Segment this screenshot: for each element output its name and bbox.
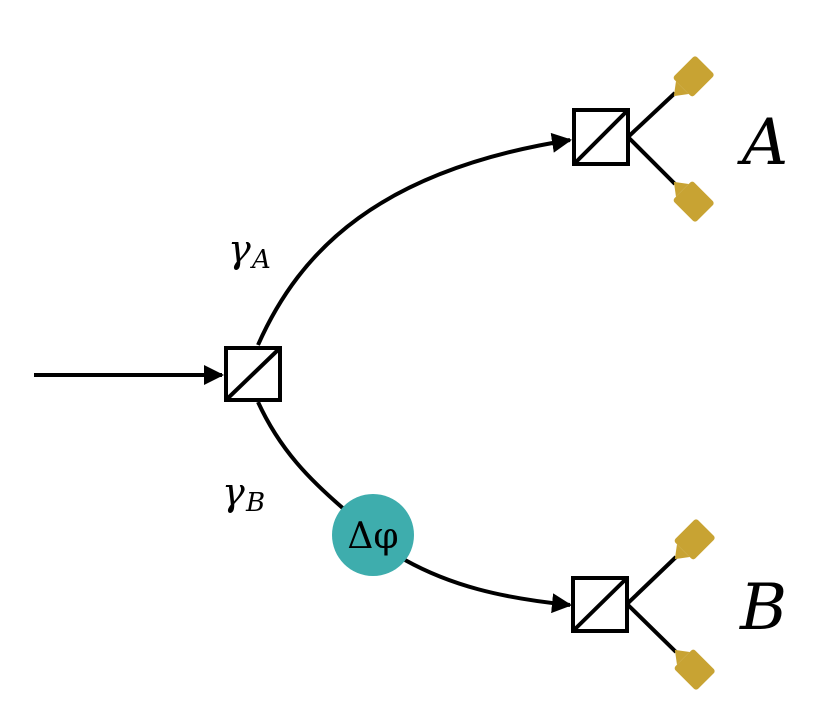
svg-text:γ: γ	[222, 470, 245, 514]
station-b-label: B	[739, 571, 787, 645]
path-a-label: γ A	[228, 227, 271, 275]
svg-text:B: B	[245, 488, 265, 518]
output-line-a-lower	[626, 135, 677, 186]
path-b-label: γ B	[222, 470, 265, 518]
output-line-b-upper	[625, 555, 678, 606]
svg-text:γ: γ	[228, 227, 251, 271]
output-line-b-lower	[625, 602, 678, 654]
photodetector-icon	[674, 649, 715, 690]
svg-text:A: A	[250, 245, 271, 275]
photodetector-icon	[673, 181, 714, 222]
output-line-a-upper	[626, 91, 677, 139]
phase-shifter: Δφ	[332, 494, 414, 576]
beam-splitter-a	[572, 108, 630, 166]
phase-shifter-circle-icon	[332, 494, 414, 576]
input-beam-splitter	[224, 346, 282, 402]
photodetector-icon	[674, 519, 715, 560]
path-b-beam-upper	[256, 401, 347, 512]
path-a-beam	[256, 132, 572, 346]
path-b-beam-lower	[404, 558, 572, 614]
station-a-label: A	[737, 106, 788, 180]
beam-splitter-b	[571, 576, 629, 633]
photodetector-icon	[673, 56, 714, 97]
phase-shift-label: Δφ	[347, 516, 398, 557]
